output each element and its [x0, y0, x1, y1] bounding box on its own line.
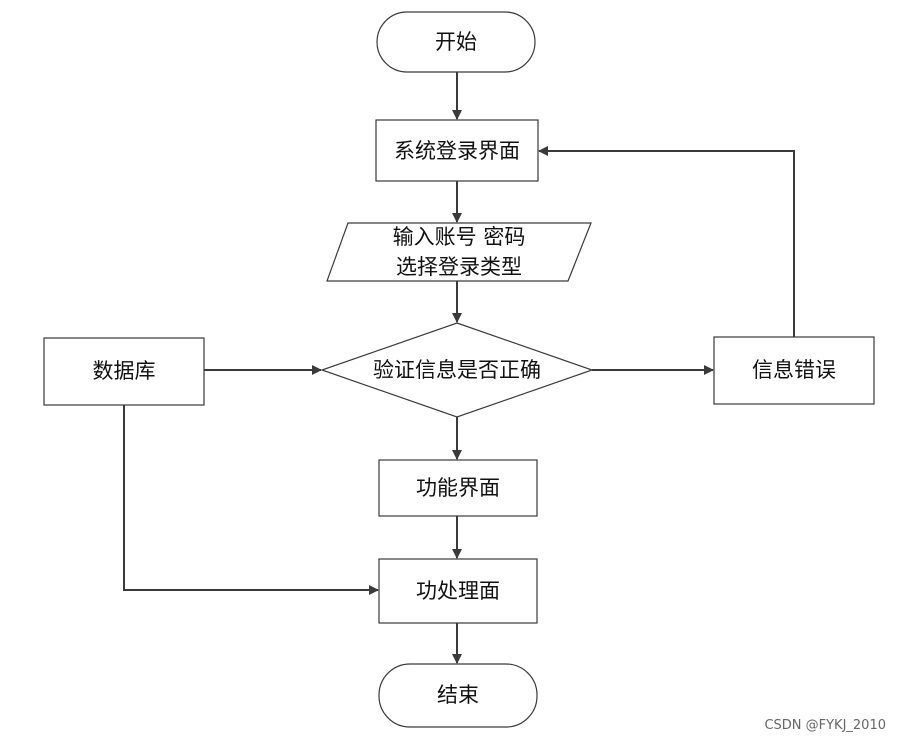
input-label-line2: 选择登录类型 — [396, 255, 522, 279]
function-screen-label: 功能界面 — [416, 476, 500, 500]
start-label: 开始 — [435, 30, 477, 54]
watermark: CSDN @FYKJ_2010 — [764, 718, 886, 733]
login-screen-box — [375, 119, 539, 182]
database-label: 数据库 — [93, 359, 156, 383]
login-screen-label: 系统登录界面 — [394, 139, 520, 163]
processing-label: 功处理面 — [416, 579, 500, 603]
input-label-line1: 输入账号 密码 — [393, 225, 526, 249]
input-parallelogram — [326, 222, 592, 282]
error-label: 信息错误 — [752, 358, 836, 382]
arrow-database-to-processing — [123, 405, 379, 595]
verify-label: 验证信息是否正确 — [373, 358, 541, 382]
function-screen-box — [378, 459, 538, 517]
error-box — [713, 336, 875, 405]
arrow-error-to-login — [538, 146, 795, 337]
database-box — [43, 337, 205, 406]
end-label: 结束 — [437, 683, 479, 707]
processing-box — [378, 558, 538, 624]
end-terminal — [378, 663, 538, 728]
